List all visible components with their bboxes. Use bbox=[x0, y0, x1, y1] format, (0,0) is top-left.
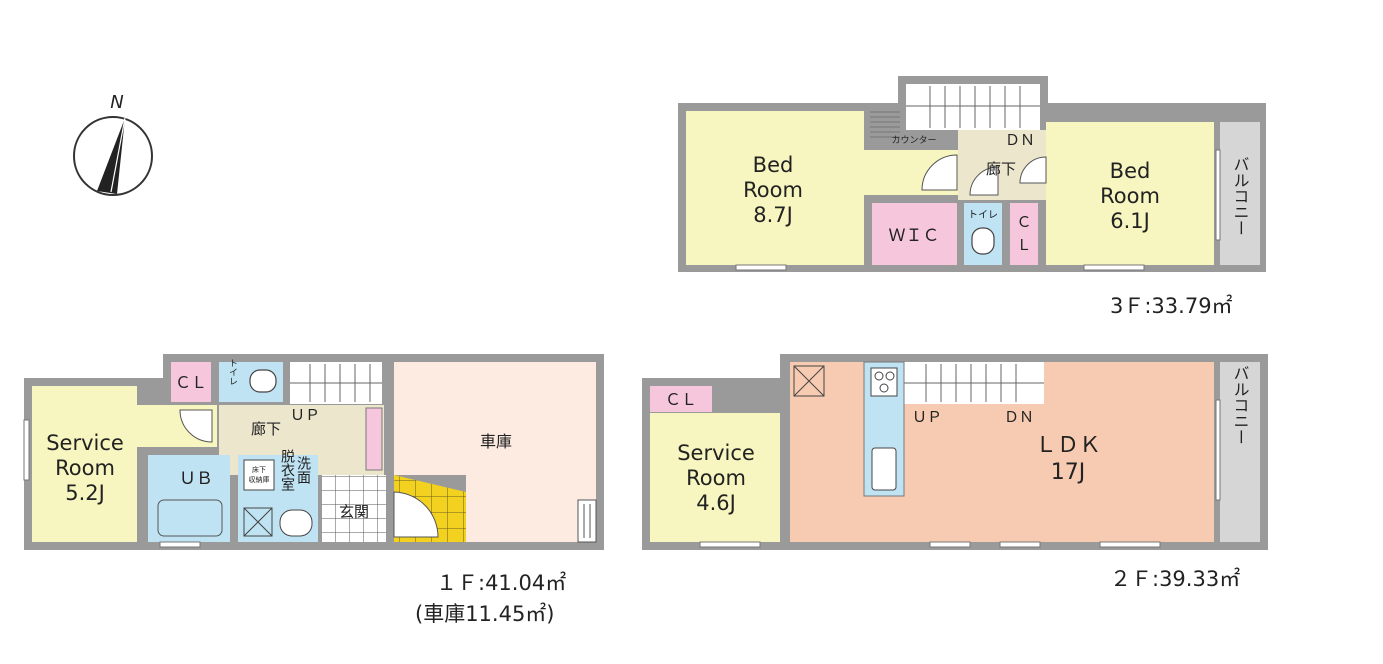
entrance-floor bbox=[322, 475, 386, 542]
floor-1f-toilet-bowl-icon bbox=[249, 369, 277, 393]
floor-1f-cl-label: ＣＬ bbox=[175, 373, 207, 392]
bedroom-6-1j-label-line1: Bed bbox=[1110, 159, 1151, 183]
floor-2f-area-label: ２Ｆ:39.33㎡ bbox=[1110, 567, 1241, 591]
toilet-bowl-icon bbox=[971, 227, 995, 255]
unit-bath-label: ＵＢ bbox=[179, 469, 213, 489]
service-room-4-6j-label-line2: Room bbox=[686, 466, 746, 490]
floor-1f-stairs bbox=[290, 364, 382, 402]
floor-3f-toilet-label: トイレ bbox=[968, 210, 998, 221]
shoe-cabinet bbox=[365, 407, 383, 471]
floor-1f-up-label: ＵＰ bbox=[290, 406, 320, 424]
floor-2f-plan: Service Room 4.6J ＣＬ ＬＤＫ 17J ＵＰ ＤＮ バルコニー bbox=[642, 354, 1268, 550]
floor-2f-balcony-label: バルコニー bbox=[1231, 365, 1250, 445]
bedroom-6-1j-label-line2: Room bbox=[1100, 184, 1160, 208]
floor-1f-closet bbox=[171, 362, 211, 402]
floor-1f-corridor-label: 廊下 bbox=[251, 420, 281, 438]
floor-2f-dn-label: ＤＮ bbox=[1004, 408, 1034, 426]
storage-label: 収納庫 bbox=[249, 475, 270, 484]
floor-3f-area-label: 3Ｆ:33.79㎡ bbox=[1110, 294, 1233, 318]
service-room-4-6j-size: 4.6J bbox=[696, 491, 736, 515]
bedroom-8-7j-area bbox=[686, 111, 864, 265]
floor-3f-stairs bbox=[906, 86, 1040, 128]
service-room-5-2j-area bbox=[32, 386, 137, 542]
compass-needle-line bbox=[110, 117, 126, 193]
service-room-5-2j-size: 5.2J bbox=[65, 481, 105, 505]
wic-label: ＷＩＣ bbox=[889, 226, 940, 246]
garage-area bbox=[394, 362, 596, 475]
floor-1f-toilet-label: トイレ bbox=[227, 359, 238, 386]
floor-3f-corridor-label: 廊下 bbox=[986, 160, 1016, 178]
garage-area-lower bbox=[466, 475, 596, 542]
floor-2f-closet bbox=[650, 386, 712, 412]
wic-room bbox=[872, 203, 957, 265]
floor-1f-plan: Service Room 5.2J ＣＬ トイレ 廊下 ＵＰ ＵＢ 床下 収納庫… bbox=[23, 354, 604, 550]
dressing-room-label: 脱衣室 bbox=[279, 449, 295, 491]
garage-label: 車庫 bbox=[480, 432, 512, 451]
floor-3f-balcony-label: バルコニー bbox=[1231, 156, 1250, 236]
floor-3f-cl-label-1: Ｃ bbox=[1016, 213, 1031, 231]
kitchen-sink-icon bbox=[871, 447, 897, 491]
bathtub-icon bbox=[157, 499, 223, 537]
bedroom-6-1j-size: 6.1J bbox=[1110, 209, 1150, 233]
service-room-4-6j-label-line1: Service bbox=[677, 441, 755, 465]
washroom-label: 洗面 bbox=[295, 456, 311, 484]
floor-3f-counter-label: カウンター bbox=[891, 135, 936, 146]
floor-3f-cl-label-2: Ｌ bbox=[1016, 236, 1031, 254]
compass-needle-icon bbox=[97, 118, 125, 194]
compass-north-label: N bbox=[110, 92, 123, 113]
floor-3f-stair-area bbox=[906, 84, 1040, 130]
underfloor-label: 床下 bbox=[252, 465, 266, 474]
refrigerator-space-icon bbox=[793, 365, 825, 397]
entrance-label: 玄関 bbox=[339, 503, 369, 521]
floor-1f-garage-area-label: (車庫11.45㎡) bbox=[415, 602, 555, 626]
bedroom-8-7j-label-line1: Bed bbox=[753, 153, 794, 177]
bedroom-8-7j-size: 8.7J bbox=[753, 203, 793, 227]
compass: N bbox=[73, 92, 153, 196]
bedroom-8-7j-label-line2: Room bbox=[743, 178, 803, 202]
floor-2f-stairs bbox=[904, 364, 1044, 402]
floor-2f-up-label: ＵＰ bbox=[912, 408, 942, 426]
service-room-4-6j-area bbox=[650, 413, 780, 542]
floor-2f-balcony bbox=[1220, 362, 1260, 542]
floor-3f-plan: Bed Room 8.7J Bed Room 6.1J ＷＩＣ カウンター ＤＮ… bbox=[678, 76, 1266, 272]
door-swing-icon bbox=[969, 166, 999, 196]
floor-3f-balcony bbox=[1220, 122, 1260, 265]
door-swing-icon bbox=[921, 154, 958, 191]
floor-2f-cl-label: ＣＬ bbox=[665, 390, 697, 409]
floor-1f-area-label: １Ｆ:41.04㎡ bbox=[436, 571, 567, 595]
service-room-5-2j-label-line1: Service bbox=[46, 431, 124, 455]
garage-door-icon bbox=[577, 499, 597, 543]
floor-3f-closet bbox=[1010, 203, 1038, 265]
service-room-5-2j-label-line2: Room bbox=[55, 456, 115, 480]
door-swing-icon bbox=[1019, 156, 1047, 184]
bedroom-6-1j-area bbox=[1046, 122, 1214, 265]
washing-machine-icon bbox=[243, 507, 273, 537]
underfloor-storage-box bbox=[243, 459, 275, 491]
wash-basin-icon bbox=[279, 509, 313, 537]
ldk-size: 17J bbox=[1051, 460, 1085, 485]
counter-shelf bbox=[870, 111, 900, 138]
entrance-door-swing-icon bbox=[393, 491, 439, 538]
stove-icon bbox=[870, 367, 898, 397]
floor-1f-door-swing-icon bbox=[179, 409, 213, 443]
ldk-label: ＬＤＫ bbox=[1035, 433, 1101, 458]
compass-ring bbox=[73, 116, 153, 196]
floor-3f-dn-label: ＤＮ bbox=[1005, 131, 1035, 149]
